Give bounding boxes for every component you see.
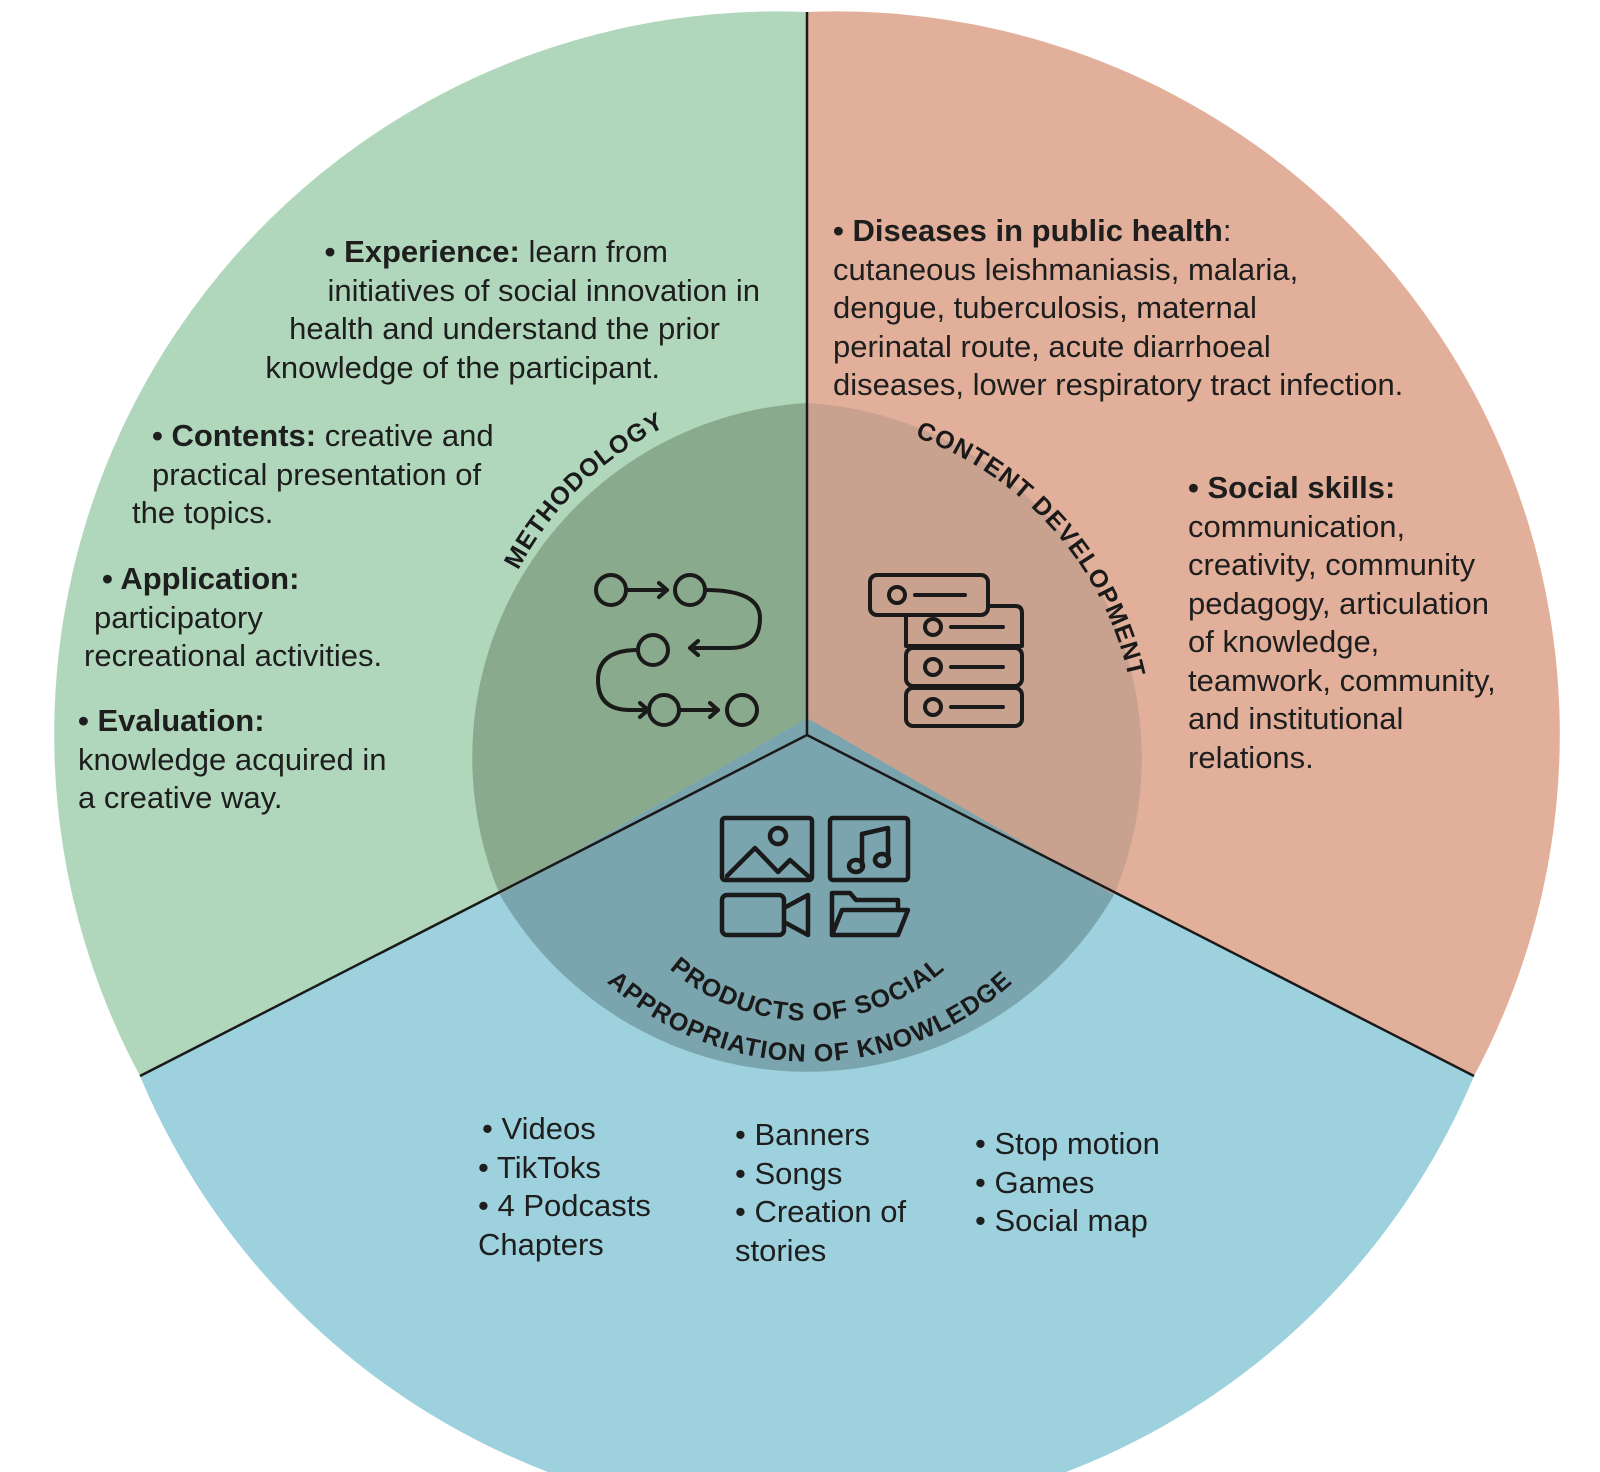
products-column-3: • Stop motion • Games • Social map	[975, 1125, 1160, 1241]
experience-text-3: health and understand the prior	[289, 311, 720, 346]
social-skills-text-4: pedagogy, articulation	[1188, 585, 1490, 621]
product-item: • Stop motion	[975, 1126, 1160, 1161]
application-term: • Application:	[102, 561, 300, 596]
product-item: • TikToks	[478, 1149, 601, 1185]
workflow-path-icon	[594, 573, 762, 727]
diseases-text-4: perinatal route, acute diarrhoeal	[833, 328, 1271, 364]
application-text-3: recreational activities.	[84, 638, 383, 673]
evaluation-term: • Evaluation:	[78, 703, 265, 738]
server-stack-icon	[868, 573, 1024, 728]
contents-text-3: the topics.	[132, 495, 274, 530]
products-sector	[140, 735, 1474, 1472]
product-item: • Banners	[735, 1117, 870, 1152]
contents-text-2: practical presentation of	[152, 456, 482, 492]
social-skills-text-3: creativity, community	[1188, 547, 1476, 582]
music-note-icon	[827, 815, 911, 883]
content-diseases: • Diseases in public health: cutaneous l…	[833, 212, 1473, 405]
social-skills-text-5: of knowledge,	[1188, 624, 1380, 659]
social-skills-text-6: teamwork, community,	[1188, 662, 1496, 698]
experience-text-4: knowledge of the participant.	[265, 349, 660, 385]
product-item: • Songs	[735, 1155, 843, 1191]
folder-icon	[829, 890, 911, 938]
products-column-2: • Banners • Songs • Creation of stories	[735, 1116, 906, 1270]
social-skills-term: • Social skills:	[1188, 470, 1396, 505]
divider-right	[806, 733, 1475, 1078]
products-column-1: • Videos • TikToks • 4 Podcasts Chapters	[478, 1110, 651, 1264]
diseases-colon: :	[1222, 213, 1232, 248]
methodology-experience: • Experience: learn from initiatives of …	[150, 233, 760, 387]
product-item: Chapters	[478, 1226, 604, 1262]
social-skills-text-8: relations.	[1188, 739, 1314, 775]
media-grid-icon	[719, 815, 911, 938]
social-skills-text-2: communication,	[1188, 508, 1406, 544]
methodology-evaluation: • Evaluation: knowledge acquired in a cr…	[78, 702, 458, 818]
product-item: • 4 Podcasts	[478, 1188, 651, 1223]
product-item: • Games	[975, 1164, 1095, 1200]
experience-text-2: initiatives of social innovation in	[327, 272, 760, 308]
product-item: • Social map	[975, 1203, 1148, 1238]
experience-term: • Experience:	[324, 234, 520, 269]
contents-text-1: creative and	[316, 418, 494, 453]
diseases-term: • Diseases in public health	[833, 213, 1223, 248]
diseases-text-2: cutaneous leishmaniasis, malaria,	[833, 251, 1299, 287]
product-item: • Videos	[482, 1111, 596, 1146]
video-camera-icon	[719, 892, 811, 938]
diseases-text-5: diseases, lower respiratory tract infect…	[833, 367, 1404, 402]
diseases-text-3: dengue, tuberculosis, maternal	[833, 290, 1257, 325]
image-icon	[719, 815, 815, 883]
divider-left	[139, 733, 808, 1078]
experience-text-1: learn from	[519, 234, 668, 269]
evaluation-text-2: knowledge acquired in	[78, 741, 387, 777]
methodology-application: • Application: participatory recreationa…	[84, 560, 464, 676]
methodology-contents: • Contents: creative and practical prese…	[132, 417, 592, 533]
application-text-2: participatory	[94, 599, 263, 635]
product-item: • Creation of	[735, 1194, 907, 1229]
product-item: stories	[735, 1232, 827, 1268]
content-social-skills: • Social skills: communication, creativi…	[1188, 469, 1568, 777]
contents-term: • Contents:	[152, 418, 317, 453]
social-skills-text-7: and institutional	[1188, 701, 1404, 736]
evaluation-text-3: a creative way.	[78, 780, 283, 815]
